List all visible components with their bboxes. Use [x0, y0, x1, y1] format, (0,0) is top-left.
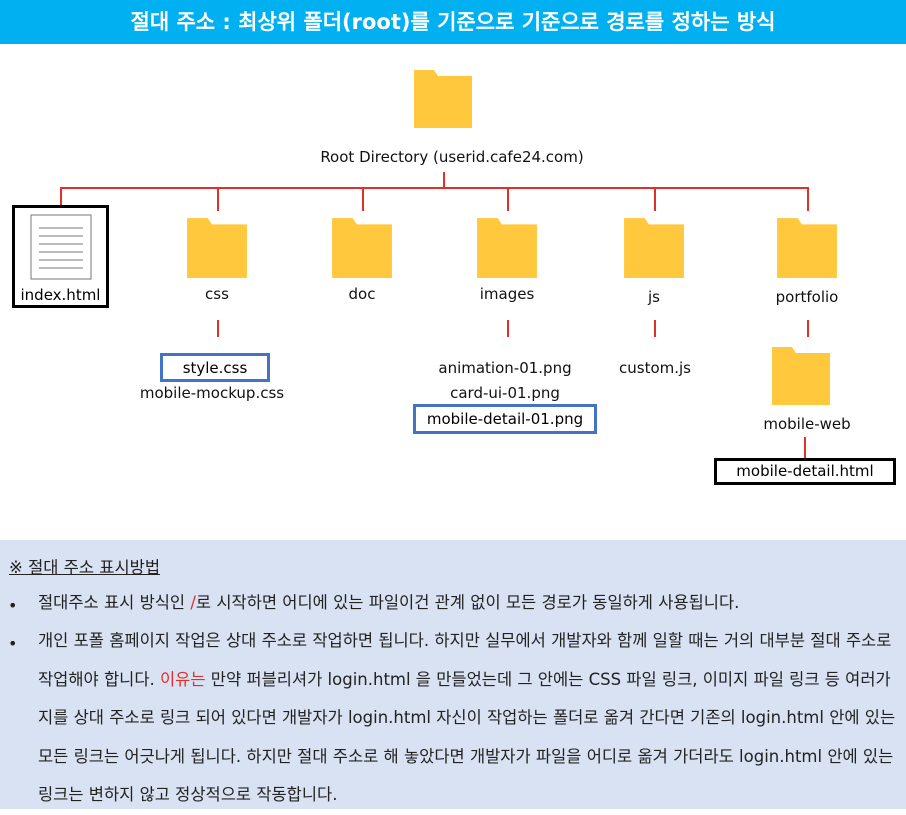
connector [507, 320, 509, 337]
connector [654, 187, 656, 211]
mobile-web-label: mobile-web [763, 415, 851, 433]
js-label: js [648, 288, 660, 306]
images-folder-icon [471, 214, 543, 278]
document-icon [30, 214, 91, 280]
text: 절대주소 표시 방식인 [38, 593, 191, 612]
connector [507, 187, 509, 211]
connector [807, 320, 809, 337]
connector [217, 187, 219, 211]
portfolio-folder-icon [771, 214, 843, 278]
connector [60, 187, 809, 189]
connector [654, 320, 656, 337]
notes-panel: ※ 절대 주소 표시방법 • 절대주소 표시 방식인 /로 시작하면 어디에 있… [0, 540, 906, 809]
mobile-web-folder-icon [771, 343, 831, 405]
note-1: 절대주소 표시 방식인 /로 시작하면 어디에 있는 파일이건 관계 없이 모든… [38, 584, 898, 623]
connector [60, 187, 62, 207]
root-label: Root Directory (userid.cafe24.com) [320, 148, 584, 166]
connector [362, 187, 364, 211]
bullet: • [8, 634, 18, 653]
portfolio-label: portfolio [775, 288, 839, 306]
text: 로 시작하면 어디에 있는 파일이건 관계 없이 모든 경로가 동일하게 사용됩… [195, 593, 740, 612]
reason-highlight: 이유는 [160, 669, 206, 689]
bullet: • [8, 596, 18, 615]
js-folder-icon [618, 214, 690, 278]
root-folder-icon [414, 66, 472, 128]
text: 만약 퍼블리셔가 login.html 을 만들었는데 그 안에는 CSS 파일… [38, 669, 896, 805]
connector [443, 172, 445, 187]
mobile-detail-html-file: mobile-detail.html [714, 458, 896, 485]
text: 개인 포폴 홈페이지 작업은 상대 주소로 작업하면 됩니다. 하지만 실무에서… [38, 631, 892, 689]
page-title: 절대 주소 : 최상위 폴더(root)를 기준으로 기준으로 경로를 정하는 … [0, 0, 906, 44]
connector [807, 187, 809, 211]
css-folder-icon [181, 214, 253, 278]
style-css-file: style.css [160, 353, 270, 382]
connector [804, 437, 806, 458]
animation-png-file: animation-01.png [438, 359, 572, 377]
connector [217, 320, 219, 337]
slash-highlight: / [190, 593, 196, 612]
notes-heading: ※ 절대 주소 표시방법 [9, 558, 160, 577]
doc-label: doc [348, 285, 376, 303]
doc-folder-icon [326, 214, 398, 278]
index-file: index.html [12, 205, 109, 308]
mockup-css-file: mobile-mockup.css [139, 384, 285, 402]
custom-js-file: custom.js [619, 359, 691, 377]
css-label: css [205, 285, 229, 303]
index-label: index.html [20, 286, 101, 304]
note-2: 개인 포폴 홈페이지 작업은 상대 주소로 작업하면 됩니다. 하지만 실무에서… [38, 622, 898, 815]
card-png-file: card-ui-01.png [450, 384, 560, 402]
images-label: images [479, 285, 535, 303]
mobile-detail-png-file: mobile-detail-01.png [413, 404, 597, 434]
